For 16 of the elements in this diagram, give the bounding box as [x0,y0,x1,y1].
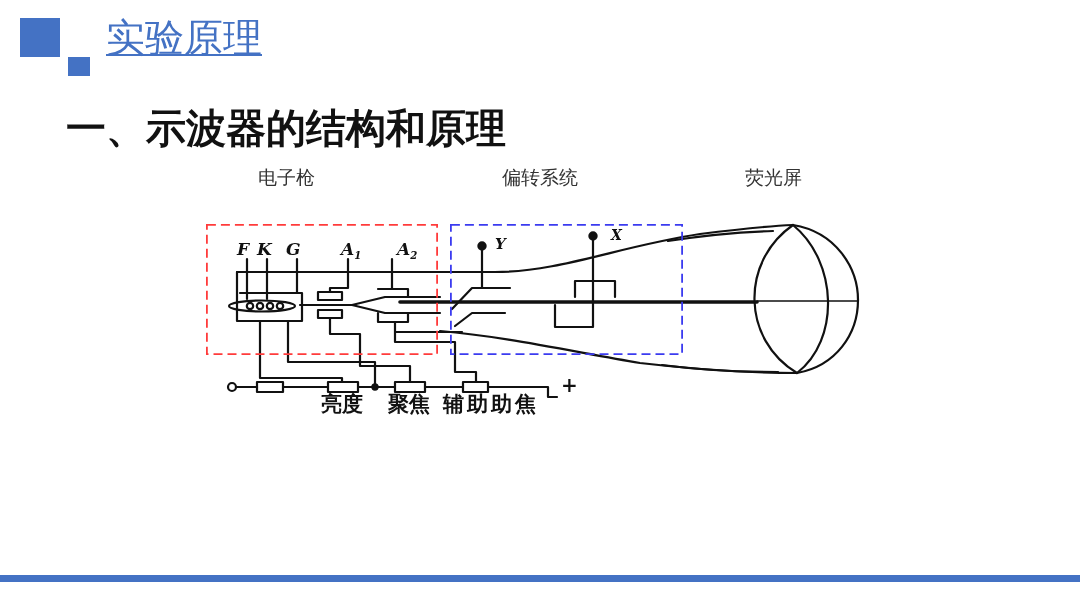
electrode-label: F [237,240,250,258]
section-heading: 一、示波器的结构和原理 [66,104,506,152]
screen-label: 荧光屏 [745,166,802,188]
electrode-label: A$_{1}$ [341,240,362,258]
terminal-label: Y [495,236,506,252]
electrode-label: G [286,240,301,258]
polarity-label: + [561,375,578,395]
box-heading: 偏转系统 [502,166,578,188]
box-heading: 电子枪 [258,166,315,188]
slide-title: 实验原理 [106,15,262,61]
control-label: 辅助助焦 [443,393,539,415]
electrode-label: A$_{2}$ [397,240,418,258]
terminal-label: X [611,228,622,243]
electrode-label: K [257,240,272,258]
control-label: 聚焦 [388,393,430,415]
control-label: 亮度 [321,393,363,415]
